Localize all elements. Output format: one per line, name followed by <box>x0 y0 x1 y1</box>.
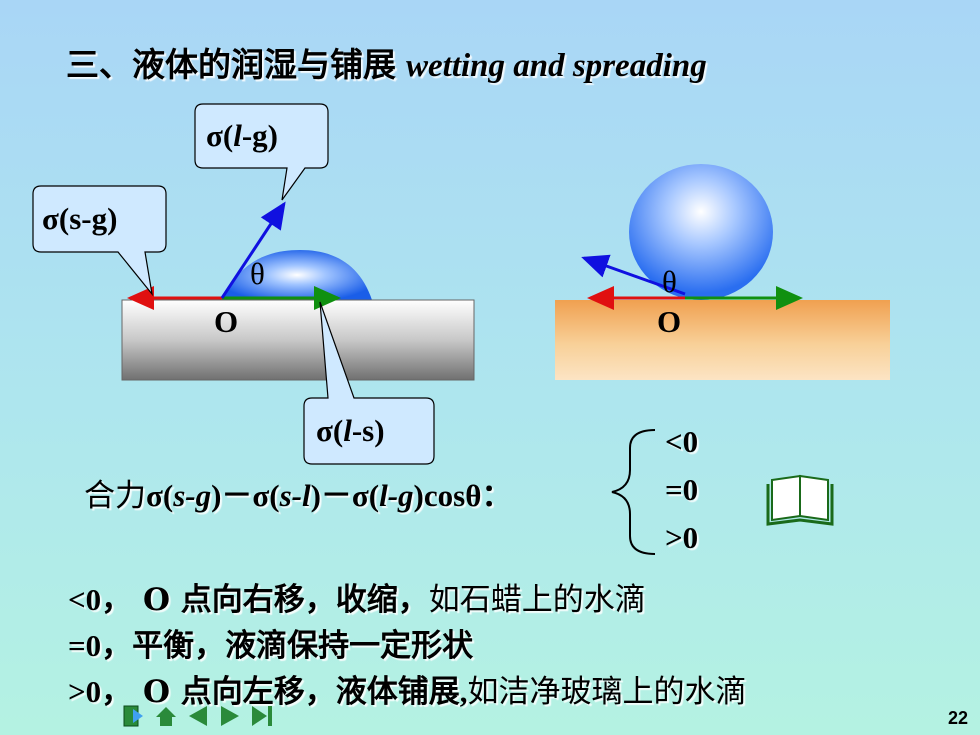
callout-sigma-sg <box>32 185 167 297</box>
case-eq-zero: =0 <box>665 472 699 507</box>
exit-icon[interactable] <box>120 702 148 730</box>
page-number: 22 <box>947 708 968 728</box>
page-title: 三、液体的润湿与铺展 wetting and spreading <box>66 38 707 86</box>
theta-label-right: θ <box>662 264 677 299</box>
last-icon[interactable] <box>248 702 276 730</box>
origin-label-left: O <box>214 304 239 339</box>
callout-sigma-ls <box>303 301 435 465</box>
label-sigma-lg: σ(l-g) <box>206 118 278 153</box>
callout-sigma-lg <box>194 103 329 201</box>
liquid-drop-bead <box>629 164 773 300</box>
title-en: wetting and spreading <box>406 48 707 84</box>
next-icon[interactable] <box>216 702 244 730</box>
slide-navigation <box>120 700 276 732</box>
title-zh: 三、液体的润湿与铺展 <box>66 45 396 84</box>
explanation-line-3: >0， O 点向左移，液体铺展,如洁净玻璃上的水滴 <box>68 674 747 710</box>
theta-label-left: θ <box>250 256 265 291</box>
explanation-line-1: <0， O 点向右移，收缩，如石蜡上的水滴 <box>68 582 646 618</box>
origin-label-right: O <box>657 304 682 339</box>
home-icon[interactable] <box>152 702 180 730</box>
solid-plate-left <box>121 299 475 381</box>
explanation-line-2: =0，平衡，液滴保持一定形状 <box>68 628 474 664</box>
label-sigma-sg: σ(s-g) <box>42 201 118 236</box>
arrow-sigma-lg-right <box>581 254 686 296</box>
resultant-force-formula: 合力σ(s-g)－σ(s-l)－σ(l-g)cosθ： <box>84 478 513 514</box>
brace <box>611 429 656 555</box>
arrow-sigma-lg-left <box>220 201 286 299</box>
liquid-drop-spread <box>222 250 372 300</box>
label-sigma-ls: σ(l-s) <box>316 413 385 448</box>
case-gt-zero: >0 <box>665 520 699 555</box>
solid-plate-right <box>555 300 890 380</box>
case-lt-zero: <0 <box>665 424 699 459</box>
book-icon[interactable] <box>766 474 834 526</box>
prev-icon[interactable] <box>184 702 212 730</box>
